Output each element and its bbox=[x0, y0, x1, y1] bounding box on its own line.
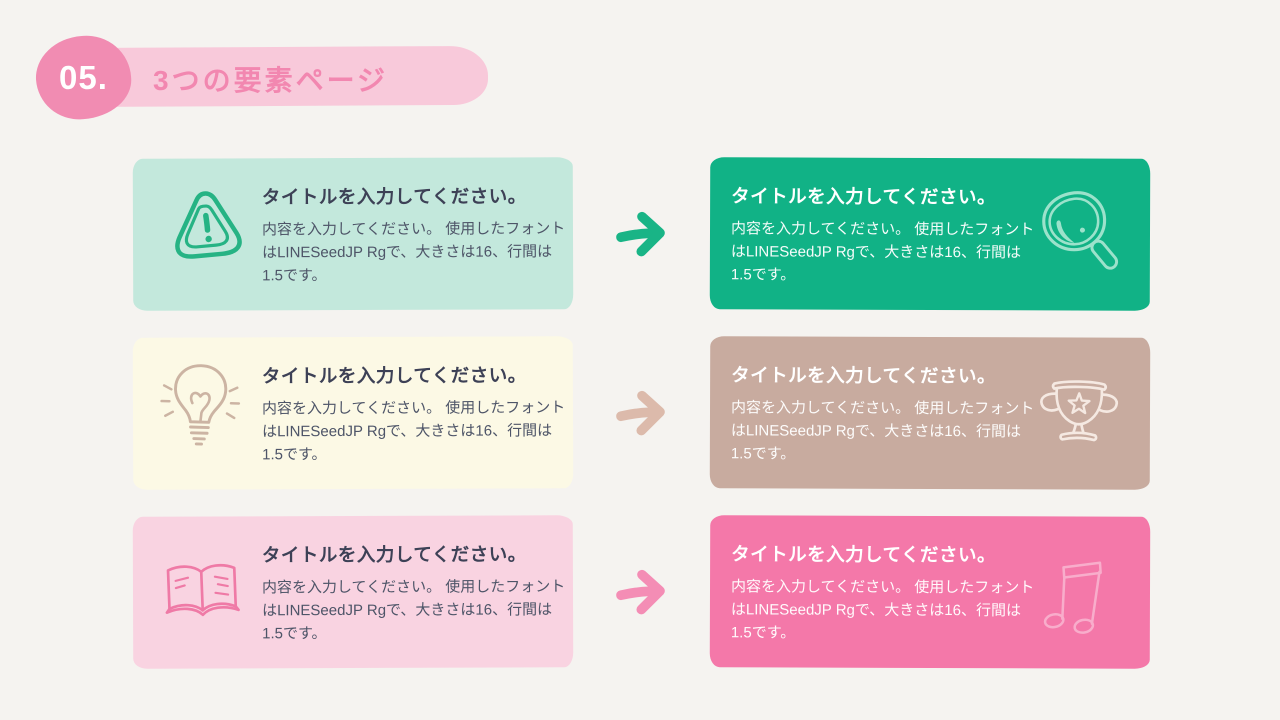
card-text-block: タイトルを入力してください。 内容を入力してください。 使用したフォントはLIN… bbox=[731, 361, 1035, 466]
warning-triangle-icon bbox=[162, 182, 253, 275]
card-text-block: タイトルを入力してください。 内容を入力してください。 使用したフォントはLIN… bbox=[262, 361, 566, 466]
page-title: 3つの要素ページ bbox=[153, 65, 389, 96]
card-text-block: タイトルを入力してください。 内容を入力してください。 使用したフォントはLIN… bbox=[262, 182, 566, 287]
card-left-warning: タイトルを入力してください。 内容を入力してください。 使用したフォントはLIN… bbox=[132, 157, 574, 311]
card-left-book: タイトルを入力してください。 内容を入力してください。 使用したフォントはLIN… bbox=[132, 515, 574, 669]
card-text-block: タイトルを入力してください。 内容を入力してください。 使用したフォントはLIN… bbox=[731, 540, 1035, 645]
row-3: タイトルを入力してください。 内容を入力してください。 使用したフォントはLIN… bbox=[0, 515, 1280, 669]
card-right-magnifier: タイトルを入力してください。 内容を入力してください。 使用したフォントはLIN… bbox=[709, 157, 1151, 311]
card-title: タイトルを入力してください。 bbox=[261, 364, 527, 387]
row-1: タイトルを入力してください。 内容を入力してください。 使用したフォントはLIN… bbox=[0, 157, 1280, 311]
magnifier-icon bbox=[1030, 181, 1128, 287]
trophy-icon bbox=[1031, 367, 1125, 459]
music-note-icon bbox=[1030, 552, 1115, 640]
card-left-lightbulb: タイトルを入力してください。 内容を入力してください。 使用したフォントはLIN… bbox=[132, 336, 574, 490]
arrow-right-icon bbox=[615, 381, 675, 443]
card-right-music: タイトルを入力してください。 内容を入力してください。 使用したフォントはLIN… bbox=[709, 515, 1151, 669]
arrow-right-icon bbox=[615, 202, 675, 264]
card-title: タイトルを入力してください。 bbox=[731, 185, 997, 208]
page-number-badge: 05. bbox=[33, 32, 134, 123]
card-body: 内容を入力してください。 使用したフォントはLINESeedJP Rgで、大きさ… bbox=[730, 220, 1035, 284]
lightbulb-icon bbox=[151, 354, 248, 465]
card-text-block: タイトルを入力してください。 内容を入力してください。 使用したフォントはLIN… bbox=[262, 540, 566, 645]
card-right-trophy: タイトルを入力してください。 内容を入力してください。 使用したフォントはLIN… bbox=[709, 336, 1151, 490]
card-body: 内容を入力してください。 使用したフォントはLINESeedJP Rgで、大きさ… bbox=[261, 578, 566, 642]
arrow-right-icon bbox=[615, 560, 675, 622]
card-body: 内容を入力してください。 使用したフォントはLINESeedJP Rgで、大きさ… bbox=[730, 578, 1035, 642]
page-number: 05. bbox=[59, 58, 108, 96]
row-2: タイトルを入力してください。 内容を入力してください。 使用したフォントはLIN… bbox=[0, 336, 1280, 490]
card-body: 内容を入力してください。 使用したフォントはLINESeedJP Rgで、大きさ… bbox=[261, 399, 566, 463]
card-body: 内容を入力してください。 使用したフォントはLINESeedJP Rgで、大きさ… bbox=[261, 220, 566, 284]
card-title: タイトルを入力してください。 bbox=[731, 364, 997, 387]
card-title: タイトルを入力してください。 bbox=[261, 543, 527, 566]
card-body: 内容を入力してください。 使用したフォントはLINESeedJP Rgで、大きさ… bbox=[730, 399, 1035, 463]
open-book-icon bbox=[158, 555, 247, 628]
card-text-block: タイトルを入力してください。 内容を入力してください。 使用したフォントはLIN… bbox=[731, 182, 1035, 287]
card-title: タイトルを入力してください。 bbox=[731, 543, 997, 566]
card-title: タイトルを入力してください。 bbox=[261, 185, 527, 208]
